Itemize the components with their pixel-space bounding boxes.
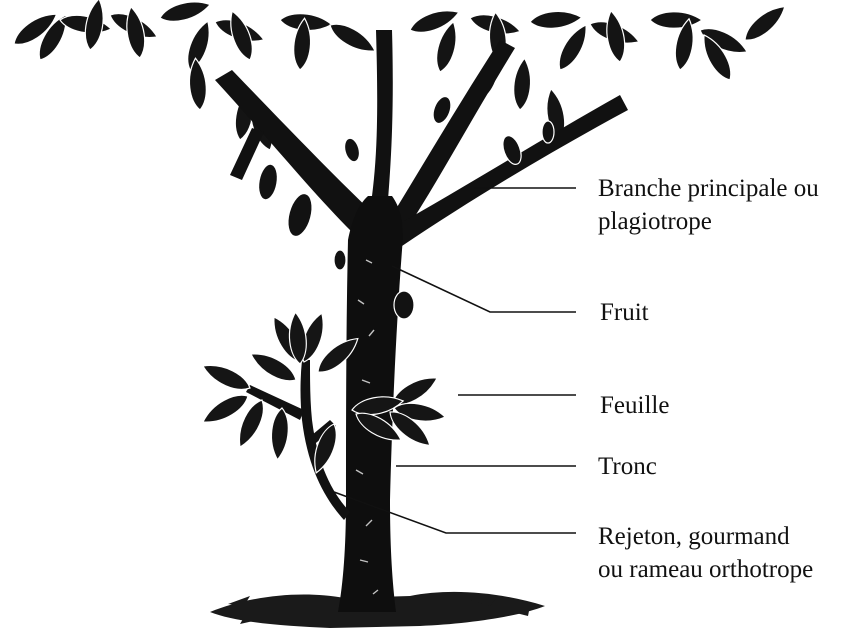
label-sucker: Rejeton, gourmand ou rameau orthotrope: [598, 520, 813, 586]
label-branch: Branche principale ou plagiotrope: [598, 172, 819, 238]
label-branch-line2: plagiotrope: [598, 205, 819, 238]
leader-line-fruit: [392, 266, 576, 312]
label-branch-line1: Branche principale ou: [598, 172, 819, 205]
canopy-foliage: [9, 0, 790, 153]
label-leaf: Feuille: [600, 389, 669, 422]
label-sucker-line1: Rejeton, gourmand: [598, 520, 813, 553]
label-sucker-line2: ou rameau orthotrope: [598, 553, 813, 586]
sucker-foliage: [199, 310, 363, 475]
label-trunk: Tronc: [598, 450, 657, 483]
label-fruit: Fruit: [600, 296, 649, 329]
